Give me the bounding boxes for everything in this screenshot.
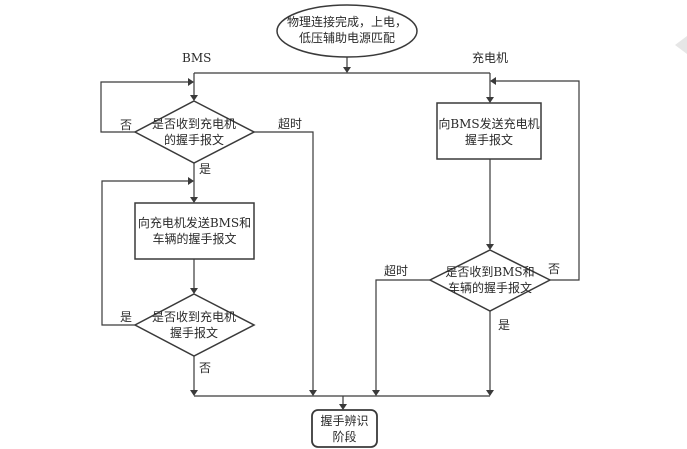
end-node-shape xyxy=(311,409,378,448)
bms-process-text-line1: 向充电机发送BMS和 xyxy=(137,216,252,230)
charger-decision-yes-label: 是 xyxy=(498,318,511,332)
bms-decision1-timeout-label: 超时 xyxy=(278,117,303,131)
charger-decision-timeout-line xyxy=(372,279,430,396)
bms-decision2-yes-loop xyxy=(101,177,194,326)
end-node-text-line1: 握手辨识 xyxy=(320,414,369,428)
bms-decision1-yes-label: 是 xyxy=(199,162,212,176)
bms-decision2-text-line1: 是否收到充电机 xyxy=(151,310,236,324)
charger-process-shape xyxy=(436,102,542,160)
charger-decision-timeout-label: 超时 xyxy=(384,264,409,278)
bms-decision1-text-line2: 的握手报文 xyxy=(163,133,224,147)
charger-decision-no-label: 否 xyxy=(548,262,561,276)
start-node-text-line1: 物理连接完成，上电， xyxy=(286,15,407,29)
bms-process-shape xyxy=(134,202,255,260)
bms-decision2-yes-label: 是 xyxy=(120,310,133,324)
bms-decision1-no-loop xyxy=(100,78,194,133)
bms-process-text-line2: 车辆的握手报文 xyxy=(152,232,237,246)
bms-decision1-timeout-line xyxy=(254,131,317,396)
charger-decision-text-line1: 是否收到BMS和 xyxy=(445,265,535,279)
bms-decision2-text-line2: 握手报文 xyxy=(169,326,218,340)
column-header-bms: BMS xyxy=(182,51,212,65)
bms-decision1-shape xyxy=(133,100,256,164)
charger-decision-text-line2: 车辆的握手报文 xyxy=(447,281,532,295)
bms-decision2-no-label: 否 xyxy=(199,361,212,375)
column-header-charger: 充电机 xyxy=(472,51,509,65)
bms-decision1-text-line1: 是否收到充电机 xyxy=(151,117,236,131)
charger-process-text-line1: 向BMS发送充电机 xyxy=(438,117,540,131)
charger-process-text-line2: 握手报文 xyxy=(464,133,513,147)
charger-decision-no-loop xyxy=(490,77,580,281)
end-node-text-line2: 阶段 xyxy=(332,430,357,444)
start-node-text-line2: 低压辅助电源匹配 xyxy=(298,31,395,45)
bms-decision1-no-label: 否 xyxy=(120,118,133,132)
edge-decoration-icon xyxy=(675,36,687,54)
bms-decision2-shape xyxy=(133,293,256,357)
